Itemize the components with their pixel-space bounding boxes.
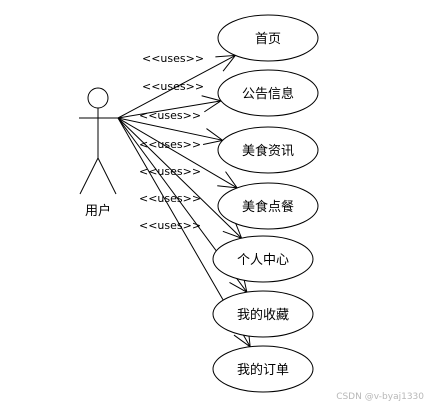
- use-case-ellipse: [217, 126, 319, 174]
- use-case: 我的收藏: [212, 290, 314, 338]
- uses-label: <<uses>>: [142, 80, 204, 93]
- uses-label: <<uses>>: [139, 138, 201, 151]
- associations: <<uses>> <<uses>> <<uses>> <<uses>> <<uses>>…: [117, 52, 251, 348]
- uses-label: <<uses>>: [139, 165, 201, 178]
- use-case-label: 美食点餐: [242, 199, 294, 215]
- association-line: [117, 117, 223, 141]
- association-line: [117, 117, 242, 239]
- uses-label: <<uses>>: [139, 109, 201, 122]
- use-case: 公告信息: [217, 69, 319, 117]
- use-case: 首页: [217, 14, 319, 62]
- use-case-label: 我的订单: [237, 362, 289, 378]
- use-case-label: 美食资讯: [242, 143, 294, 159]
- use-case-ellipse: [217, 14, 319, 62]
- use-case: 美食资讯: [217, 126, 319, 174]
- use-case-ellipse: [212, 345, 314, 393]
- use-case-ellipse: [217, 182, 319, 230]
- use-case-label: 个人中心: [237, 253, 289, 268]
- arrowhead: [217, 171, 239, 189]
- association-line: [117, 54, 236, 119]
- actor-head: [87, 87, 109, 109]
- use-case: 美食点餐: [217, 182, 319, 230]
- use-case: 我的订单: [212, 345, 314, 393]
- association-line: [117, 100, 222, 119]
- use-case: 个人中心: [212, 235, 314, 283]
- arrowhead: [215, 54, 237, 72]
- actor-name: 用户: [85, 203, 111, 219]
- uses-label: <<uses>>: [139, 192, 201, 205]
- uses-label: <<uses>>: [139, 219, 201, 232]
- use-case-label: 公告信息: [242, 86, 294, 102]
- actor-left-leg: [79, 157, 99, 195]
- use-case-label: 首页: [255, 32, 281, 47]
- association-line: [117, 117, 238, 189]
- use-case-ellipse: [212, 235, 314, 283]
- actor-figure: [79, 87, 118, 195]
- use-case-ellipse: [217, 69, 319, 117]
- watermark: CSDN @v-byaj1330: [336, 392, 424, 402]
- uses-label: <<uses>>: [142, 52, 204, 65]
- use-case-ellipse: [212, 290, 314, 338]
- actor-right-leg: [97, 157, 117, 195]
- use-case-label: 我的收藏: [237, 307, 289, 323]
